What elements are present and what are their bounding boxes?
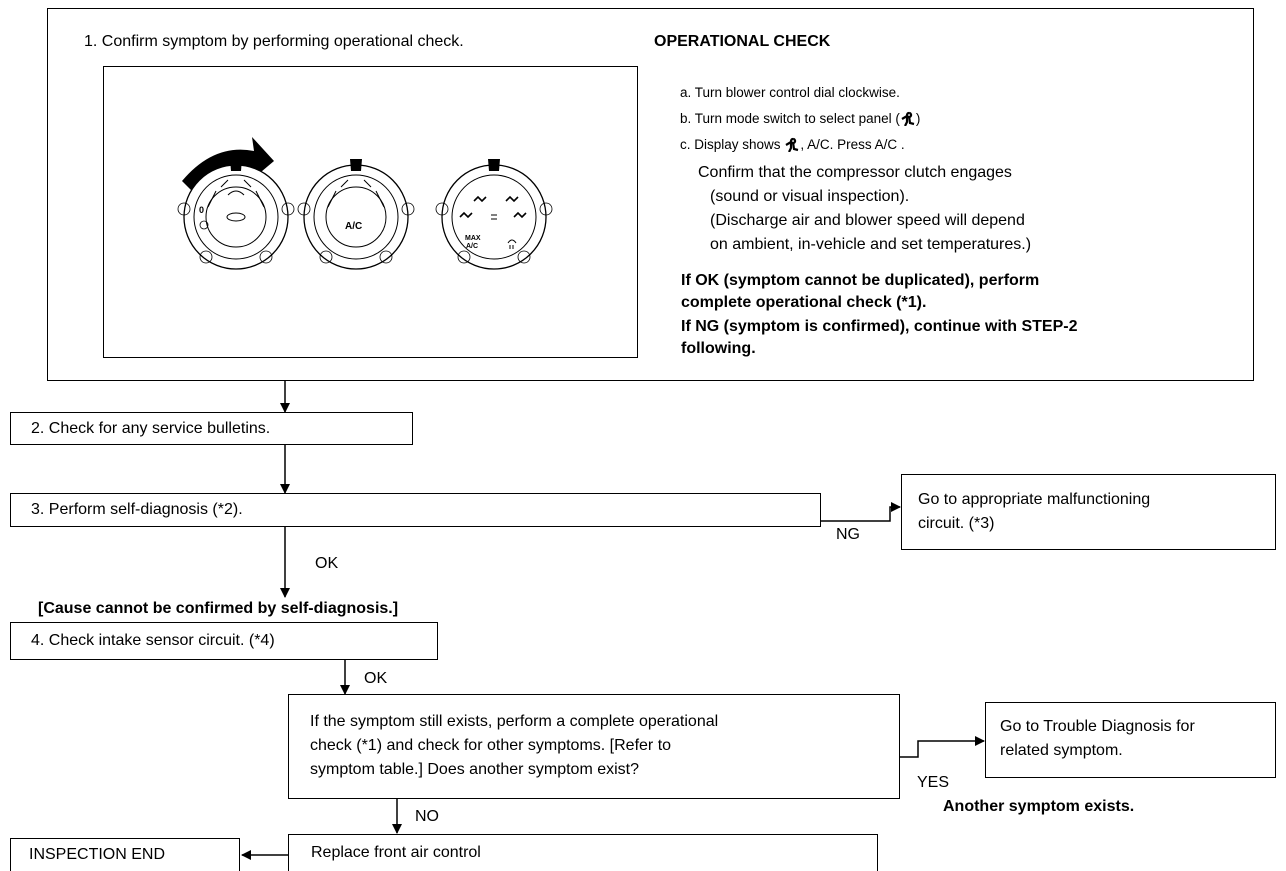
op-item-b-end: ) (915, 111, 921, 126)
op-confirm-line-3: (Discharge air and blower speed will dep… (710, 212, 1025, 229)
op-item-b-text: b. Turn mode switch to select panel ( (680, 111, 900, 126)
op-item-c-text: c. Display shows (680, 137, 781, 152)
malfunction-box: Go to appropriate malfunctioning circuit… (901, 474, 1276, 550)
step2-text: 2. Check for any service bulletins. (31, 420, 271, 437)
svg-text:A/C: A/C (466, 243, 478, 250)
op-result-line-2: complete operational check (*1). (681, 294, 927, 311)
question-line-3: symptom table.] Does another symptom exi… (310, 761, 640, 778)
trouble-line-2: related symptom. (1000, 742, 1123, 759)
trouble-line-1: Go to Trouble Diagnosis for (1000, 718, 1195, 735)
step1-text: 1. Confirm symptom by performing operati… (84, 33, 464, 50)
symptom-question-box: If the symptom still exists, perform a c… (288, 694, 900, 799)
question-line-1: If the symptom still exists, perform a c… (310, 713, 719, 730)
another-symptom-note: Another symptom exists. (943, 798, 1135, 815)
malfunction-line-2: circuit. (*3) (918, 515, 995, 532)
step3-ok-label: OK (315, 555, 339, 572)
no-label: NO (415, 808, 439, 825)
step4-ok-label: OK (364, 670, 388, 687)
arrow-question-yes (900, 736, 985, 758)
trouble-diagnosis-box: Go to Trouble Diagnosis for related symp… (985, 702, 1276, 778)
op-item-c-end: , A/C. Press A/C . (800, 137, 905, 152)
blower-arrow-icon: 0 A/C (177, 137, 553, 270)
control-panel-illustration: 0 A/C (103, 66, 638, 358)
step2-box: 2. Check for any service bulletins. (10, 412, 413, 445)
step3-box: 3. Perform self-diagnosis (*2). (10, 493, 821, 527)
op-confirm-line-2: (sound or visual inspection). (710, 188, 910, 205)
question-line-2: check (*1) and check for other symptoms.… (310, 737, 672, 754)
vent-panel-icon (785, 137, 799, 153)
op-result-line-4: following. (681, 340, 756, 357)
temperature-dial: A/C (297, 159, 415, 270)
vent-panel-icon (901, 111, 915, 127)
step4-text: 4. Check intake sensor circuit. (*4) (31, 632, 275, 649)
inspection-end-text: INSPECTION END (29, 846, 166, 863)
step4-box: 4. Check intake sensor circuit. (*4) (10, 622, 438, 660)
op-confirm-line-1: Confirm that the compressor clutch engag… (698, 164, 1012, 181)
inspection-end-box: INSPECTION END (10, 838, 240, 871)
replace-box: Replace front air control (288, 834, 878, 871)
svg-text:0: 0 (199, 205, 204, 215)
step3-text: 3. Perform self-diagnosis (*2). (31, 501, 243, 518)
arrow-step3-to-malfunction (819, 502, 901, 522)
cause-note: [Cause cannot be confirmed by self-diagn… (38, 600, 399, 617)
svg-text:A/C: A/C (345, 221, 362, 232)
op-result-line-1: If OK (symptom cannot be duplicated), pe… (681, 272, 1040, 289)
replace-text: Replace front air control (311, 844, 481, 861)
operational-check-title: OPERATIONAL CHECK (654, 33, 831, 50)
op-confirm-line-4: on ambient, in-vehicle and set temperatu… (710, 236, 1032, 253)
op-item-a: a. Turn blower control dial clockwise. (680, 85, 900, 100)
blower-dial: 0 (177, 159, 295, 270)
yes-label: YES (917, 774, 950, 791)
op-item-b: b. Turn mode switch to select panel () (680, 109, 920, 129)
op-item-c: c. Display shows , A/C. Press A/C . (680, 135, 905, 155)
svg-text:MAX: MAX (465, 235, 481, 242)
op-result-line-3: If NG (symptom is confirmed), continue w… (681, 318, 1078, 335)
step3-ng-label: NG (836, 526, 860, 543)
mode-dial: MAX A/C (435, 159, 553, 270)
malfunction-line-1: Go to appropriate malfunctioning (918, 491, 1151, 508)
